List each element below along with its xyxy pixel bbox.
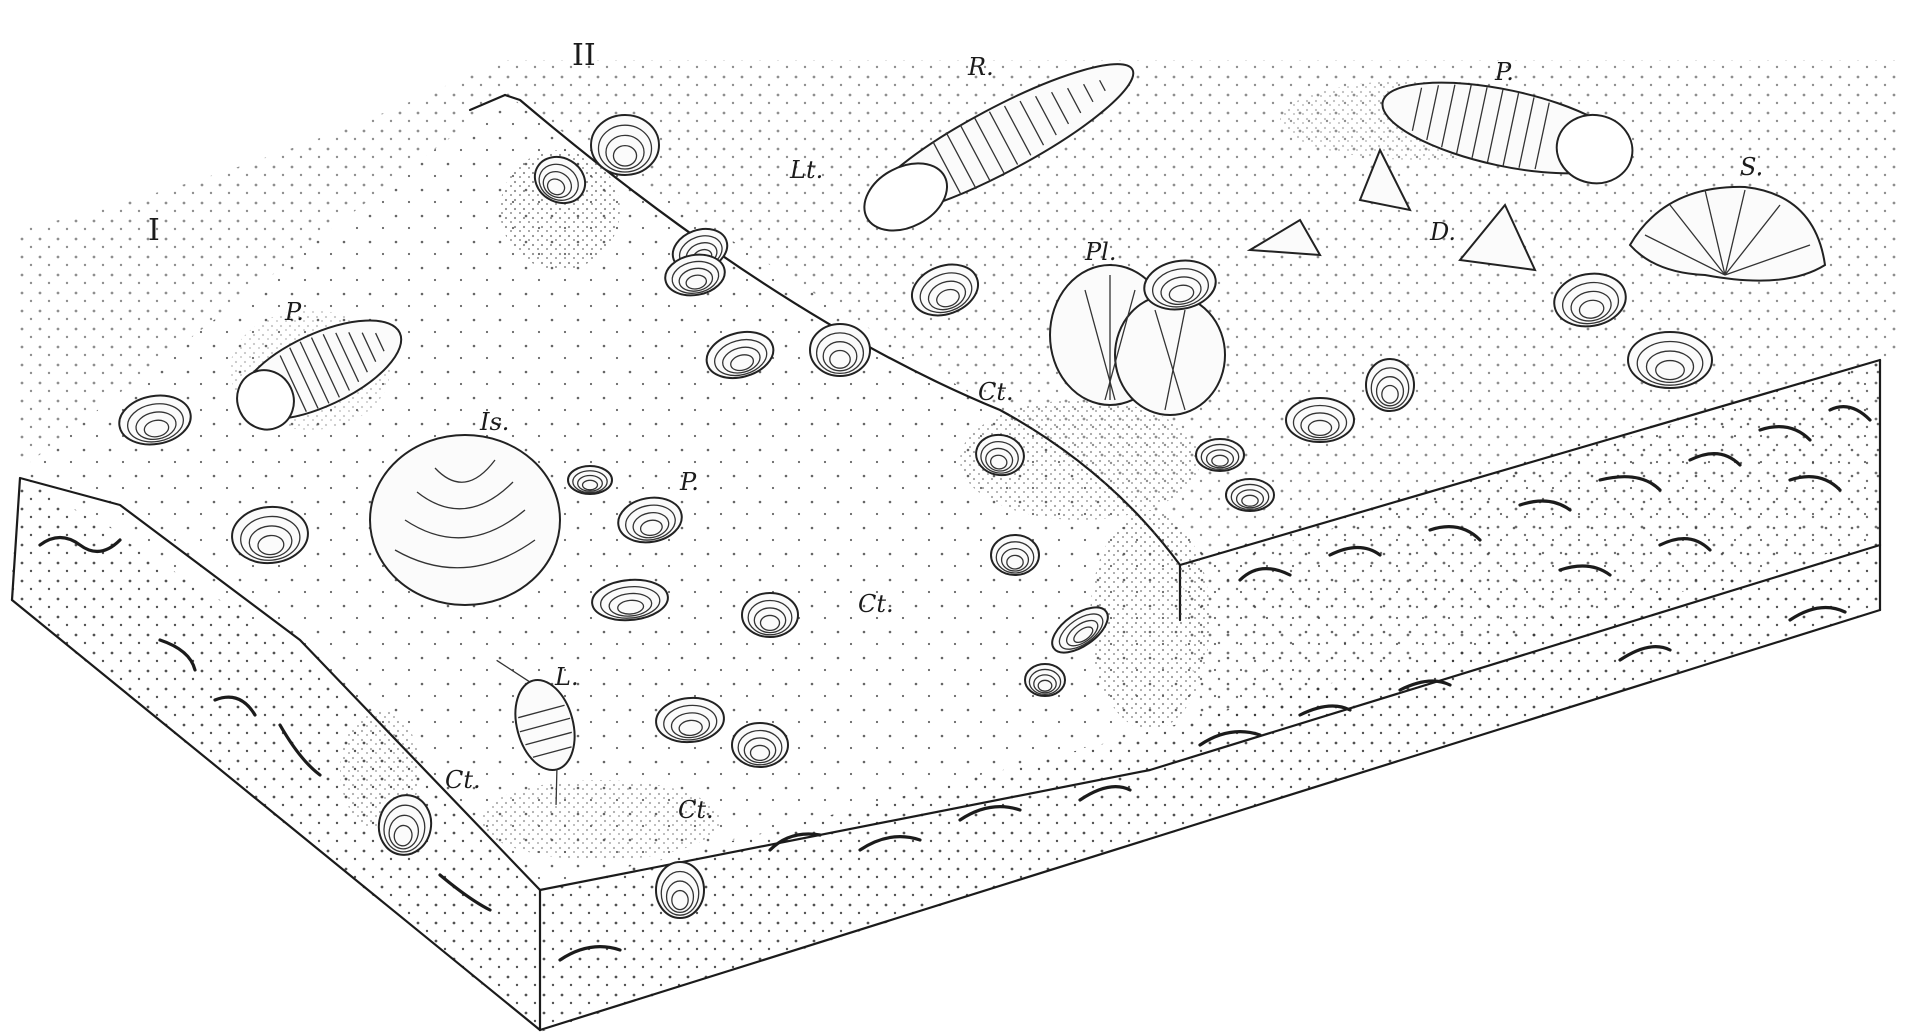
small-bivalve bbox=[991, 535, 1039, 575]
label-p-left: P. bbox=[284, 298, 304, 326]
small-bivalve bbox=[591, 115, 659, 175]
label-d: D. bbox=[1429, 218, 1456, 246]
small-bivalve bbox=[1628, 332, 1712, 388]
label-ct-2: Ct. bbox=[858, 590, 894, 618]
small-bivalve bbox=[1025, 664, 1065, 696]
small-bivalve bbox=[1366, 359, 1414, 411]
small-bivalve bbox=[742, 593, 798, 637]
label-ct-4: Ct. bbox=[678, 796, 714, 824]
section-label-ii: II bbox=[572, 38, 596, 73]
label-p-mid: P. bbox=[679, 468, 699, 496]
small-bivalve bbox=[1226, 479, 1274, 511]
small-bivalve bbox=[1196, 439, 1244, 471]
label-is: Is. bbox=[479, 408, 509, 436]
label-pl: Pl. bbox=[1084, 238, 1116, 266]
section-label-i: I bbox=[148, 213, 160, 248]
small-bivalve bbox=[1286, 398, 1354, 442]
label-ct-1: Ct. bbox=[978, 378, 1014, 406]
gastropod-is bbox=[370, 435, 560, 605]
label-r: R. bbox=[967, 53, 994, 81]
label-p-right: P. bbox=[1494, 58, 1514, 86]
small-bivalve bbox=[656, 862, 704, 918]
label-lt: Lt. bbox=[789, 156, 823, 184]
small-bivalve bbox=[732, 723, 788, 767]
small-bivalve bbox=[810, 324, 870, 376]
label-s: S. bbox=[1740, 153, 1763, 181]
small-bivalve bbox=[568, 466, 612, 494]
label-ct-3: Ct. bbox=[445, 766, 481, 794]
label-l: L. bbox=[554, 663, 579, 691]
